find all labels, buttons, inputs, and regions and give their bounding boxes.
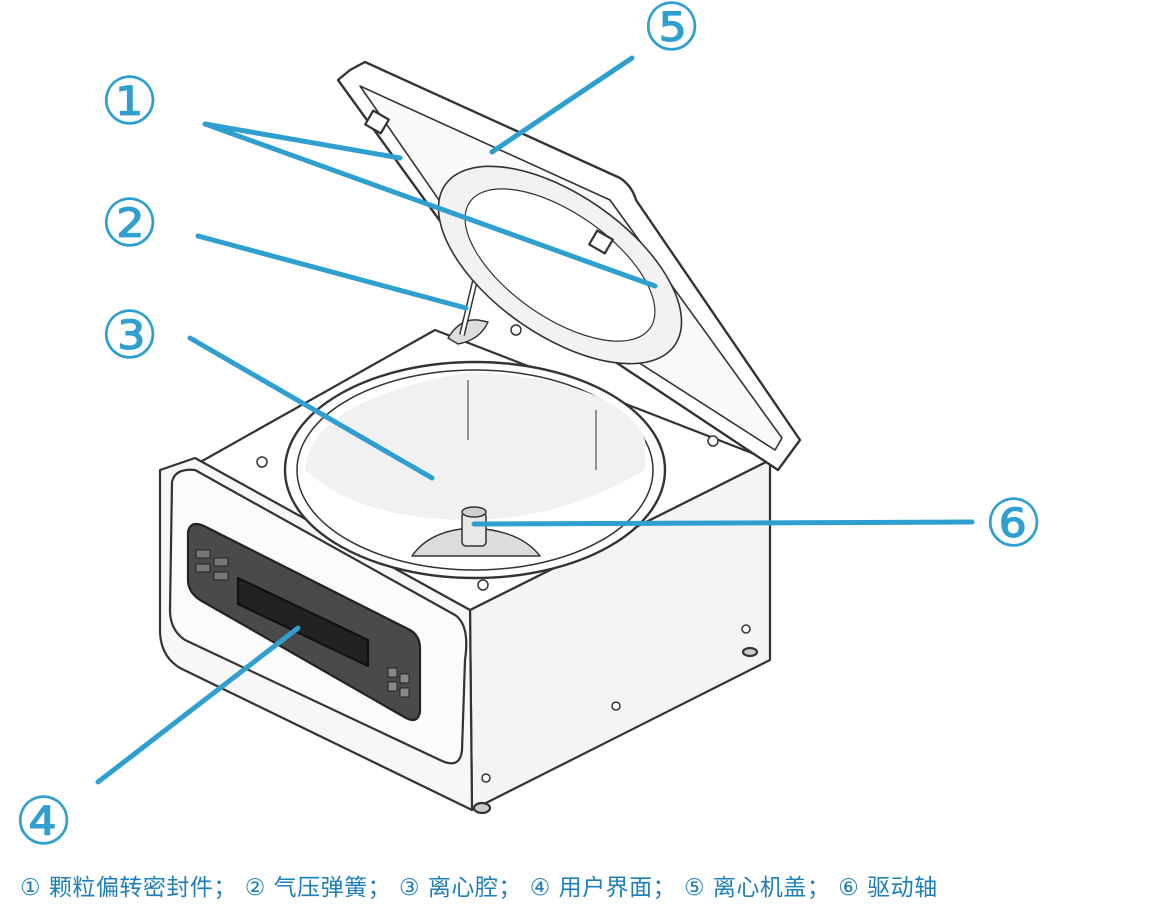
callout-2: ② [100,185,159,262]
foot [741,646,759,658]
screws [256,324,751,783]
leader-1b [202,121,658,289]
foot [472,801,492,815]
display-window [236,576,370,668]
left-keypad [195,549,229,581]
callout-1: ① [100,63,159,140]
callout-5: ⑤ [642,0,701,66]
callout-4: ④ [14,783,73,860]
lid-latch [588,229,614,255]
gas-spring-slot [447,319,489,345]
callout-6: ⑥ [984,485,1043,562]
leader-4 [95,625,301,785]
right-keypad [387,667,410,698]
legend-caption: ① 颗粒偏转密封件； ② 气压弹簧； ③ 离心腔； ④ 用户界面； ⑤ 离心机盖… [20,875,938,901]
callout-numbers: ① ② ③ ④ ⑤ ⑥ [14,0,1043,860]
drive-shaft-top [461,506,487,518]
leader-lines [95,55,975,785]
leader-5 [489,55,635,155]
leader-1a [202,121,403,161]
lid-latch [364,109,390,135]
chamber-wall-shade [305,372,645,520]
centrifuge-illustration [158,60,802,815]
lid-seal-inner [464,188,656,342]
leader-3 [187,335,435,481]
leader-6 [471,519,975,527]
leader-2 [195,233,469,311]
callout-3: ③ [100,297,159,374]
